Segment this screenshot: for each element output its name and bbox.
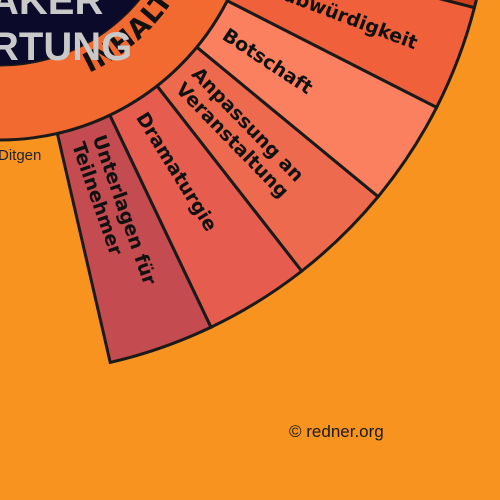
inhalt-ring [0, 0, 230, 142]
center-disc [0, 0, 139, 65]
copyright-text: © redner.org [289, 422, 384, 441]
center-title-line2: RTUNG [0, 25, 132, 69]
center-author: Ditgen [0, 147, 41, 164]
center-title-line1: AKER [0, 0, 103, 23]
